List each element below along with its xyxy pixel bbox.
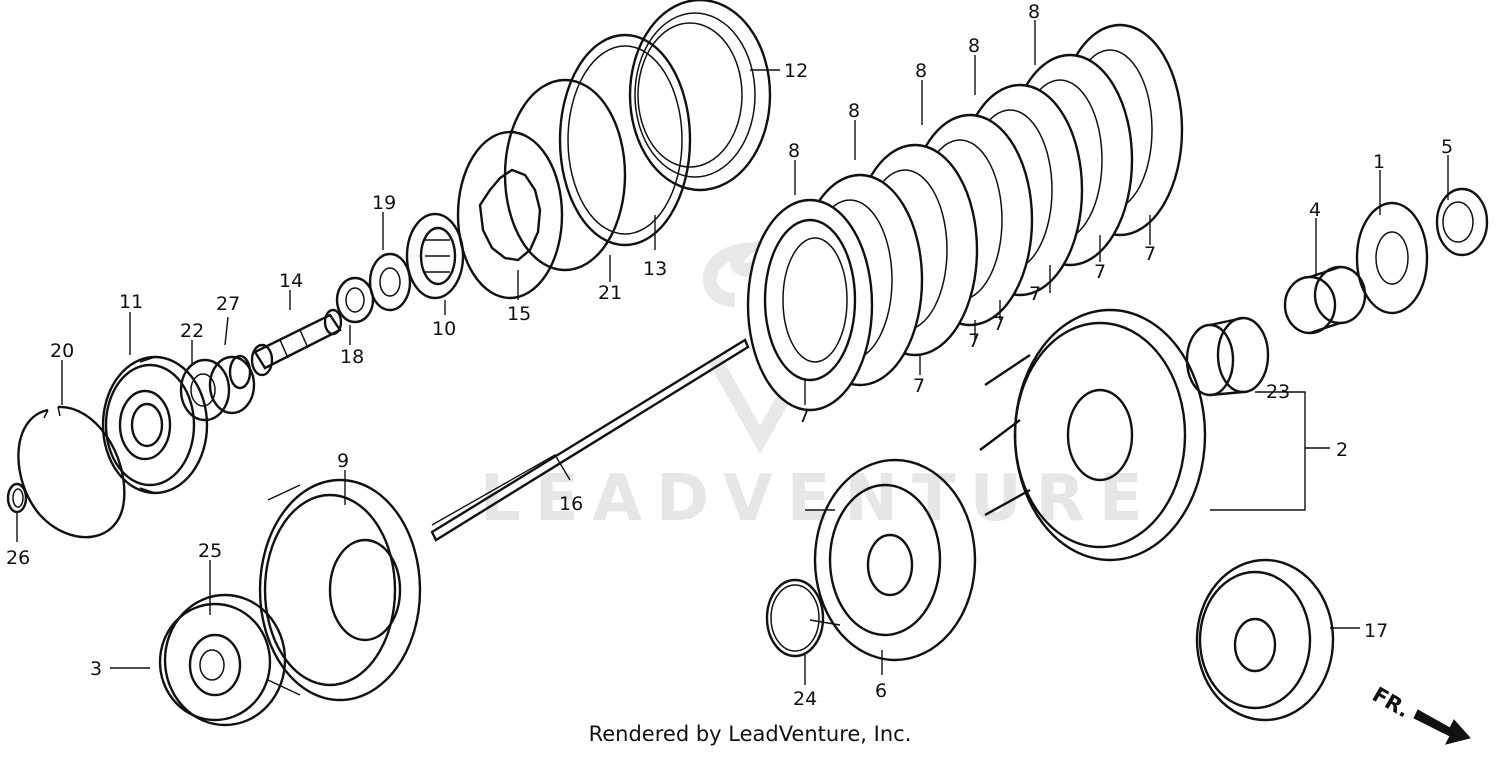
part-9-clutch-drum: [258, 478, 422, 702]
part-6-clutch-hub: [805, 458, 977, 662]
part-4-collar: [1283, 265, 1367, 335]
callout-1: 1: [1373, 151, 1385, 173]
part-11-piston: [101, 355, 209, 495]
front-arrow-icon: [1413, 709, 1471, 745]
part-19-washer: [368, 252, 412, 312]
footer-credit: Rendered by LeadVenture, Inc.: [588, 722, 912, 746]
callout-17: 17: [1364, 620, 1388, 642]
callout-25: 25: [198, 540, 222, 562]
callout-6: 6: [875, 680, 887, 702]
part-27-ring: [228, 354, 252, 390]
callout-18: 18: [340, 346, 364, 368]
callout-4: 4: [1309, 199, 1321, 221]
callout-3: 3: [90, 658, 102, 680]
part-16-rod: [430, 338, 750, 542]
callout-24: 24: [793, 688, 817, 710]
part-22-bearing: [179, 355, 256, 422]
callout-15: 15: [507, 303, 531, 325]
part-5-bearing: [1435, 187, 1489, 257]
callout-11: 11: [119, 291, 143, 313]
part-1-lock-washer: [1355, 201, 1429, 315]
callout-7a: 7: [798, 405, 810, 427]
part-3-piston-assembly: [158, 593, 287, 727]
part-26-circlip: [6, 482, 28, 514]
callout-22: 22: [180, 320, 204, 342]
part-2-clutch-outer: [979, 308, 1207, 562]
callout-7e: 7: [1029, 283, 1041, 305]
callout-7c: 7: [968, 330, 980, 352]
part-13-retainer: [558, 33, 692, 247]
callout-8d: 8: [968, 35, 980, 57]
watermark-text: LEADVENTURE: [480, 462, 1157, 536]
part-12-spring-retainer: [628, 0, 772, 192]
clutch-plate-stack: [746, 23, 1184, 412]
part-10-bearing: [405, 212, 465, 300]
part-20-snap-ring: [17, 405, 126, 539]
part-24-o-ring: [765, 578, 825, 658]
callout-19: 19: [372, 192, 396, 214]
part-15-spring-plate: [456, 130, 564, 300]
callout-27: 27: [216, 293, 240, 315]
callout-9: 9: [337, 450, 349, 472]
callout-7f: 7: [1094, 261, 1106, 283]
part-21-ring: [503, 78, 627, 272]
part-17-gear: [1195, 558, 1335, 722]
callout-7d: 7: [993, 313, 1005, 335]
part-23-needle-bearing: [1185, 316, 1270, 397]
callout-26: 26: [6, 547, 30, 569]
callout-13: 13: [643, 258, 667, 280]
leader-lines: [16, 20, 1449, 685]
callout-10: 10: [432, 318, 456, 340]
callout-7b: 7: [913, 375, 925, 397]
callout-8c: 8: [915, 60, 927, 82]
callout-labels: 1 2 3 4 5 6 7 7 7 7 7 7 7 8 8 8 8 8 8 9 …: [6, 1, 1453, 710]
callout-16: 16: [559, 493, 583, 515]
callout-8a: 8: [788, 140, 800, 162]
callout-8e: 8: [1028, 1, 1040, 23]
callout-14: 14: [279, 270, 303, 292]
callout-12: 12: [784, 60, 808, 82]
front-label: FR.: [1368, 682, 1414, 722]
callout-21: 21: [598, 282, 622, 304]
callout-5: 5: [1441, 136, 1453, 158]
part-14-shaft: [250, 308, 343, 377]
callout-7g: 7: [1144, 243, 1156, 265]
callout-23: 23: [1266, 381, 1290, 403]
callout-20: 20: [50, 340, 74, 362]
callout-8b: 8: [848, 100, 860, 122]
part-18-nut: [335, 276, 375, 324]
callout-2: 2: [1336, 439, 1348, 461]
